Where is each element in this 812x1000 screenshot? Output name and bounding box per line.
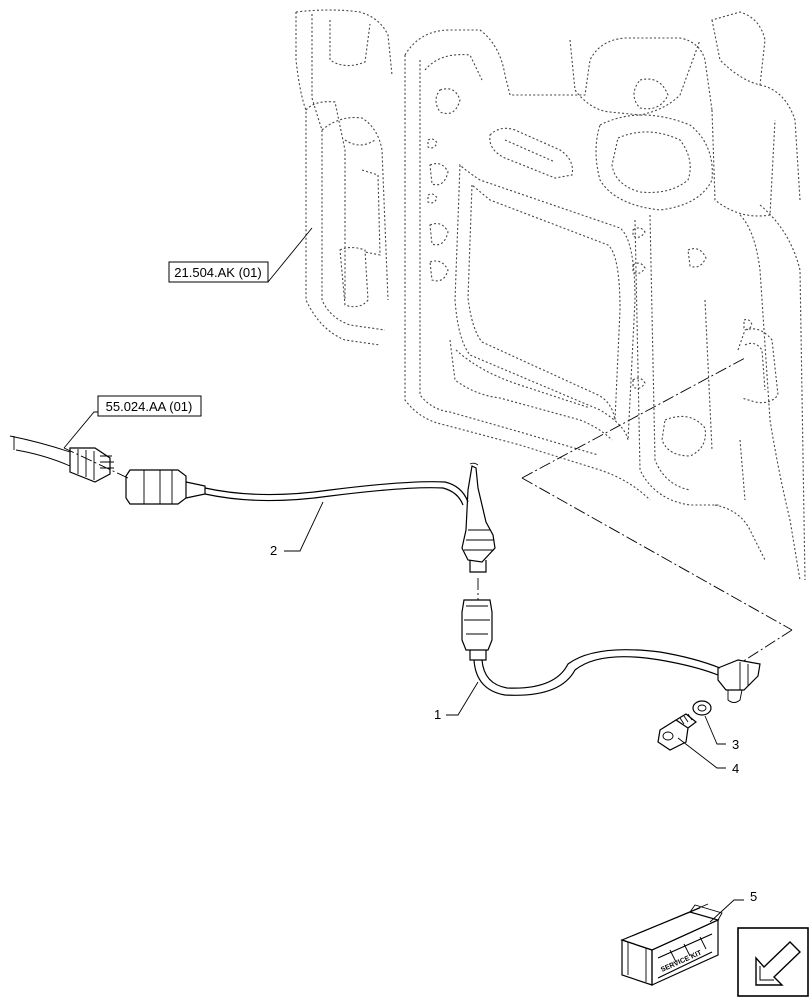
- kit-label: SERVICE KIT: [660, 949, 704, 974]
- transmission-frame: [295, 9, 806, 581]
- ref-box-frame[interactable]: 21.504.AK (01): [168, 261, 269, 283]
- service-kit-box: SERVICE KIT: [620, 903, 723, 986]
- callout-4: 4: [732, 761, 739, 776]
- ref-frame-label: 21.504.AK (01): [174, 265, 261, 280]
- callout-1: 1: [434, 707, 441, 722]
- callout-3: 3: [732, 737, 739, 752]
- leader-lines: [63, 227, 744, 923]
- ref-box-harness[interactable]: 55.024.AA (01): [97, 395, 202, 417]
- ref-harness-label: 55.024.AA (01): [106, 399, 193, 414]
- arrow-down-left-icon: [755, 941, 801, 986]
- bolt: [657, 713, 697, 751]
- wire-harness: [9, 435, 496, 573]
- assembly-centerlines: [63, 357, 793, 663]
- nav-arrow-button[interactable]: [737, 927, 809, 997]
- callout-2: 2: [270, 543, 277, 558]
- speed-sensor: [461, 599, 761, 703]
- washer: [692, 700, 712, 716]
- callout-5: 5: [750, 889, 757, 904]
